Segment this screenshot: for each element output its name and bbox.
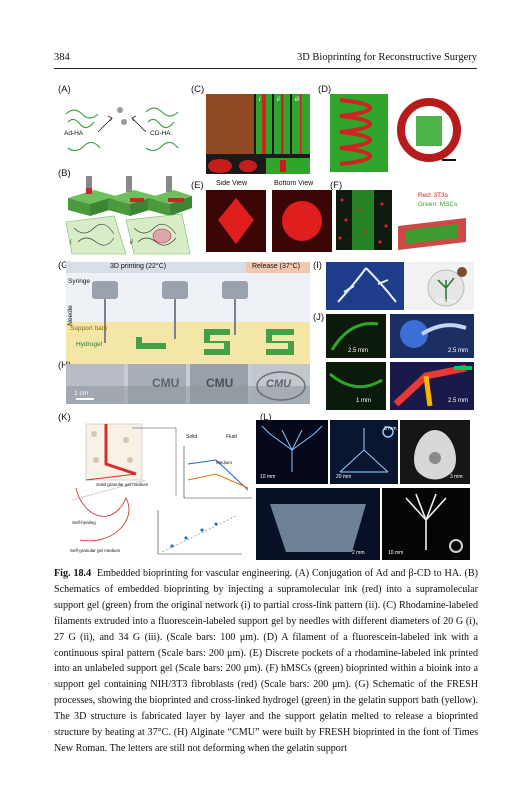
panel-k-text-granular: Solid granular gel medium <box>96 482 149 487</box>
panel-label-j: (J) <box>313 312 325 323</box>
panel-e-pocket-images: Side View Bottom View <box>206 180 332 252</box>
panel-label-d: (D) <box>318 84 332 95</box>
panel-l-graphic <box>256 420 470 560</box>
panel-i-tree-images: 10 mm <box>326 262 474 310</box>
caption-figure-id: Fig. 18.4 <box>54 568 92 579</box>
panel-i-text-scale: 10 mm <box>436 298 456 305</box>
panel-d-3d-image <box>394 96 464 166</box>
panel-h-text-cmu-2: CMU <box>206 376 234 390</box>
panel-d-spiral <box>339 98 372 166</box>
panel-label-f: (F) <box>330 180 343 191</box>
panel-c-text-i: i <box>259 97 261 103</box>
panel-k-text-self-granular: Self-granular gel medium <box>70 548 121 553</box>
figure-caption: Fig. 18.4 Embedded bioprinting for vascu… <box>54 566 478 757</box>
panel-k-text-medium: Medium <box>216 460 233 465</box>
panel-g-text-syringe: Syringe <box>68 278 91 285</box>
page-header: 384 3D Bioprinting for Reconstructive Su… <box>54 52 477 66</box>
header-rule <box>54 68 477 69</box>
panel-f-graphic <box>338 190 388 250</box>
panel-g-text-support-bath: Support bath <box>70 325 108 332</box>
panel-b-graphic <box>65 176 192 255</box>
panel-j-text-scale-3: 1 mm <box>356 398 371 404</box>
panel-g-release-bar <box>246 262 310 273</box>
panel-h-graphic <box>66 364 310 404</box>
panel-l-text-scale-4: 3 mm <box>384 426 397 432</box>
panel-f-3d-image: Red: 3T3s Green: MSCs <box>396 190 468 252</box>
running-title: 3D Bioprinting for Reconstructive Surger… <box>296 52 477 63</box>
panel-c-graphic <box>206 94 310 174</box>
panel-k-granular-gel-schematic: Solid Fluid Solid granular gel medium Se… <box>66 420 256 558</box>
panel-j-text-scale-4: 2.5 mm <box>448 398 469 404</box>
panel-a-conjugation-schematic: Ad-HA CD-HA <box>58 92 186 166</box>
panel-l-printed-structures: 10 mm 20 mm 3 mm 3 mm 2 mm 10 mm <box>256 420 470 560</box>
panel-f-text-green: Green: MSCs <box>418 201 458 208</box>
panel-g-text-printing: 3D printing (22°C) <box>110 263 167 270</box>
panel-d-3d-graphic <box>397 98 461 162</box>
panel-label-b: (B) <box>58 168 71 179</box>
panel-b-text-i: i <box>70 240 72 246</box>
panel-label-i: (I) <box>313 260 322 271</box>
page-number: 384 <box>54 52 70 63</box>
panel-label-c: (C) <box>191 84 205 95</box>
panel-e-text-bottom-view: Bottom View <box>274 180 314 187</box>
panel-l-text-scale-5: 2 mm <box>352 550 365 556</box>
panel-label-h: (H) <box>58 360 72 371</box>
panel-l-text-scale-2: 20 mm <box>336 474 352 480</box>
panel-k-text-self-healing: Self-healing <box>72 520 96 525</box>
panel-g-graphic <box>92 281 294 355</box>
panel-k-graphic <box>71 423 252 555</box>
panel-label-k: (K) <box>58 412 71 423</box>
panel-g-text-hydrogel: Hydrogel <box>76 341 103 348</box>
panel-j-text-scale-1: 2.5 mm <box>348 348 369 354</box>
panel-g-text-release: Release (37°C) <box>252 263 300 270</box>
panel-e-graphic <box>206 190 332 252</box>
panel-l-text-scale-6: 10 mm <box>388 550 404 556</box>
panel-a-text-cd-ha: CD-HA <box>150 130 171 137</box>
panel-a-text-ad-ha: Ad-HA <box>64 130 84 137</box>
panel-f-text-red: Red: 3T3s <box>418 192 448 199</box>
panel-g-header-bar <box>66 262 310 273</box>
caption-text: Embedded bioprinting for vascular engine… <box>54 568 478 754</box>
panel-c-text-iii: iii <box>295 97 299 103</box>
panel-h-cmu-images: CMU CMU CMU 1 cm <box>66 364 310 404</box>
panel-g-fresh-schematic: 3D printing (22°C) Release (37°C) Syring… <box>66 262 310 364</box>
panel-f-3d-graphic <box>398 218 466 250</box>
panel-b-printing-schematic: i ii <box>64 176 192 256</box>
panel-i-graphic <box>326 262 467 310</box>
panel-h-text-cmu-3: CMU <box>266 378 292 390</box>
panel-j-text-scale-2: 2.5 mm <box>448 348 469 354</box>
panel-k-text-solid: Solid <box>186 434 198 440</box>
panel-f-cell-image <box>336 190 392 250</box>
panel-h-text-cmu-1: CMU <box>152 376 180 390</box>
panel-j-vascular-images: 2.5 mm 2.5 mm 1 mm 2.5 mm <box>326 314 474 410</box>
panel-label-g: (G) <box>58 260 72 271</box>
panel-l-text-scale-3: 3 mm <box>450 474 463 480</box>
panel-d-spiral-image <box>330 94 388 172</box>
panel-c-filament-images: i ii iii <box>206 94 310 174</box>
panel-j-graphic <box>326 314 474 410</box>
panel-k-text-fluid: Fluid <box>226 434 237 440</box>
panel-h-text-scale: 1 cm <box>74 390 89 397</box>
panel-g-text-needle: Needle <box>66 305 74 326</box>
panel-label-l: (L) <box>260 412 272 423</box>
panel-b-text-ii: ii <box>130 240 133 246</box>
panel-label-e: (E) <box>191 180 204 191</box>
panel-c-text-ii: ii <box>277 97 280 103</box>
panel-l-text-scale-1: 10 mm <box>260 474 276 480</box>
panel-e-text-side-view: Side View <box>216 180 248 187</box>
panel-label-a: (A) <box>58 84 71 95</box>
panel-a-graphic <box>65 107 179 152</box>
